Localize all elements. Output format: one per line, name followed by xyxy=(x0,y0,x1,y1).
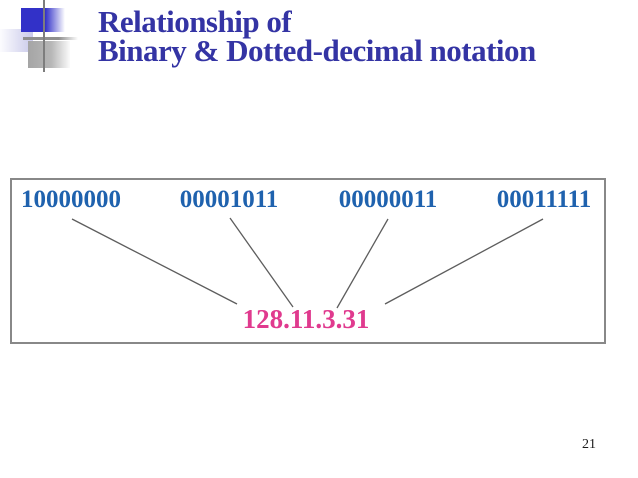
page-number: 21 xyxy=(582,437,596,452)
corner-decoration-lavender-block xyxy=(0,29,33,52)
corner-decoration-gray-bar xyxy=(23,37,78,40)
slide-title: Relationship of Binary & Dotted-decimal … xyxy=(98,4,618,68)
binary-octet-1: 10000000 xyxy=(21,186,121,213)
corner-decoration-vertical-line xyxy=(43,0,45,72)
slide-title-line1: Relationship of xyxy=(98,4,292,39)
slide-title-line2: Binary & Dotted-decimal notation xyxy=(98,33,536,68)
binary-octet-4: 00011111 xyxy=(496,186,592,213)
corner-decoration-gray-square xyxy=(28,41,70,68)
binary-octet-2: 00001011 xyxy=(179,186,279,213)
dotted-decimal-value: 128.11.3.31 xyxy=(242,304,370,334)
binary-octet-3: 00000011 xyxy=(338,186,438,213)
